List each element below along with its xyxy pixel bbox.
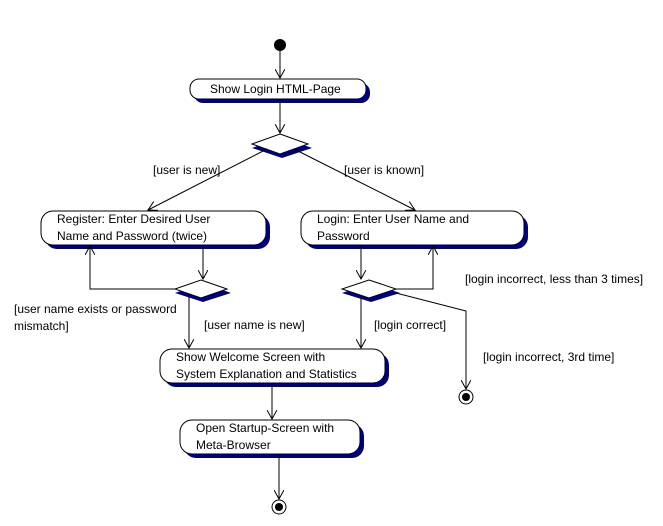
edge-register-loop — [90, 246, 175, 290]
activity-login-line2: Password — [317, 229, 370, 243]
edge-decision-to-register — [148, 148, 268, 210]
edge-decision-to-login — [293, 148, 415, 210]
guard-login-incorrect-less: [login incorrect, less than 3 times] — [465, 272, 643, 286]
guard-user-name-is-new: [user name is new] — [204, 318, 305, 332]
activity-register-line1: Register: Enter Desired User — [57, 212, 210, 226]
start-node — [274, 39, 286, 51]
activity-welcome: Show Welcome Screen with System Explanat… — [159, 348, 389, 387]
decision-register-check — [173, 279, 231, 302]
guard-user-is-new: [user is new] — [153, 163, 220, 177]
activity-register: Register: Enter Desired User Name and Pa… — [40, 210, 270, 249]
guard-login-correct: [login correct] — [374, 318, 446, 332]
activity-startup-line1: Open Startup-Screen with — [196, 421, 334, 435]
guard-user-name-exists-line1: [user name exists or password — [14, 302, 177, 316]
activity-login: Login: Enter User Name and Password — [300, 210, 528, 249]
activity-show-login-label: Show Login HTML-Page — [210, 82, 341, 96]
activity-login-line1: Login: Enter User Name and — [317, 212, 469, 226]
edge-login-to-end — [395, 292, 466, 389]
end-node-failed — [458, 389, 474, 405]
guard-user-is-known: [user is known] — [344, 163, 424, 177]
activity-welcome-line2: System Explanation and Statistics — [176, 367, 357, 381]
decision-login-check — [340, 279, 400, 302]
edge-login-loop — [396, 246, 433, 290]
activity-startup-line2: Meta-Browser — [196, 438, 271, 452]
decision-user-type — [250, 133, 312, 158]
activity-show-login: Show Login HTML-Page — [189, 78, 370, 103]
activity-register-line2: Name and Password (twice) — [57, 229, 207, 243]
guard-login-incorrect-third: [login incorrect, 3rd time] — [483, 350, 614, 364]
activity-startup: Open Startup-Screen with Meta-Browser — [179, 419, 364, 458]
activity-welcome-line1: Show Welcome Screen with — [176, 350, 325, 364]
end-node-success — [271, 499, 287, 515]
guard-user-name-exists-line2: mismatch] — [14, 319, 69, 333]
